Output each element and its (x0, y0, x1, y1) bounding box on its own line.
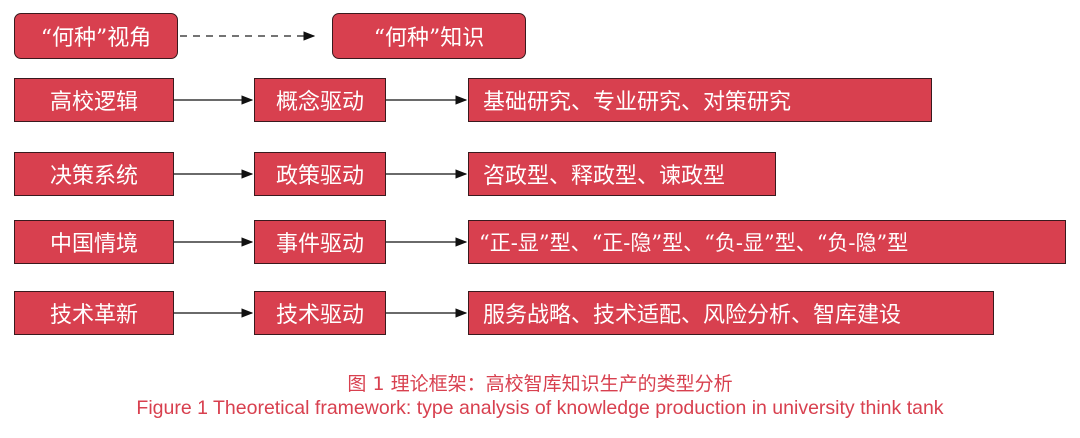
driver-box-4: 技术驱动 (254, 291, 386, 335)
knowledge-box: “何种”知识 (332, 13, 526, 59)
driver-box-1: 概念驱动 (254, 78, 386, 122)
types-box-2: 咨政型、释政型、谏政型 (468, 152, 776, 196)
caption-english: Figure 1 Theoretical framework: type ana… (136, 397, 944, 419)
driver-box-3: 事件驱动 (254, 220, 386, 264)
types-box-1: 基础研究、专业研究、对策研究 (468, 78, 932, 122)
source-box-3: 中国情境 (14, 220, 174, 264)
driver-box-2: 政策驱动 (254, 152, 386, 196)
source-box-4: 技术革新 (14, 291, 174, 335)
types-box-3: “正-显”型、“正-隐”型、“负-显”型、“负-隐”型 (468, 220, 1066, 264)
perspective-box: “何种”视角 (14, 13, 178, 59)
source-box-1: 高校逻辑 (14, 78, 174, 122)
caption-chinese: 图 1 理论框架：高校智库知识生产的类型分析 (347, 373, 733, 395)
types-box-4: 服务战略、技术适配、风险分析、智库建设 (468, 291, 994, 335)
source-box-2: 决策系统 (14, 152, 174, 196)
